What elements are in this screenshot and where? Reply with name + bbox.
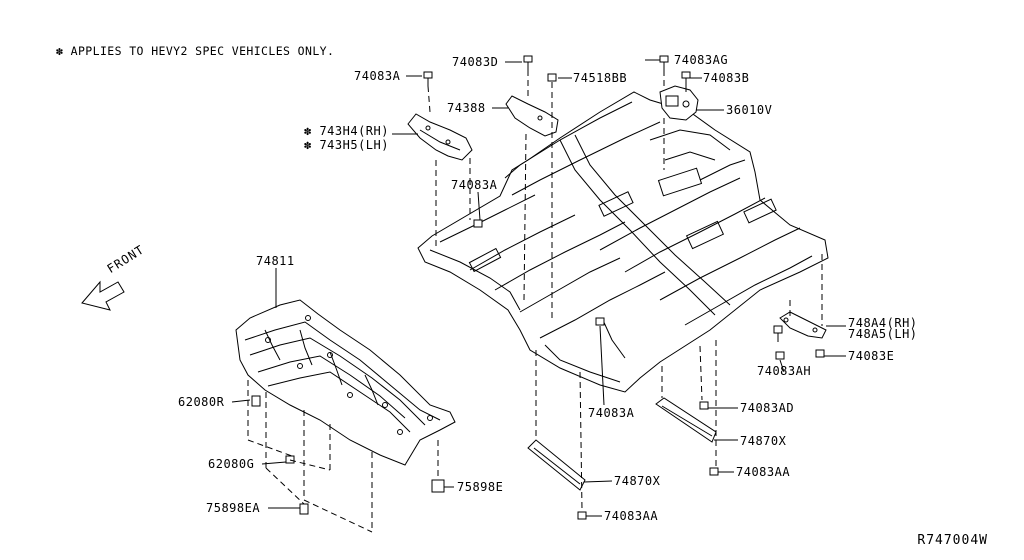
part-callout[interactable]: 75898E [457,480,504,494]
part-callout[interactable]: 62080G [208,457,255,471]
part-callout[interactable]: 74870X [614,474,661,488]
part-callout[interactable]: ✽ 743H5(LH) [304,138,389,152]
part-callout[interactable]: 62080R [178,395,225,409]
strip-74870X-left-drawing [528,440,585,490]
part-callout[interactable]: 74870X [740,434,787,448]
part-callout[interactable]: 74083AG [674,53,729,67]
part-callout[interactable]: 74083B [703,71,750,85]
bracket-74388-drawing [506,96,558,136]
part-callout[interactable]: 74083E [848,349,895,363]
floor-panel-drawing [418,92,828,392]
part-callout[interactable]: 748A5(LH) [848,327,918,341]
alignment-dashes [248,70,822,532]
part-callout[interactable]: 75898EA [206,501,261,515]
fastener-icons [252,56,824,519]
bracket-743H-drawing [408,114,472,160]
part-callout[interactable]: ✽ 743H4(RH) [304,124,389,138]
part-callout[interactable]: 74083A [354,69,401,83]
part-callout[interactable]: 74388 [447,101,486,115]
part-callout[interactable]: 748A4(RH) [848,316,918,330]
part-callout[interactable]: 74083AA [736,465,791,479]
part-callout[interactable]: 74083A [588,406,635,420]
part-callout[interactable]: 74083AA [604,509,659,523]
component-36010V-drawing [660,86,698,120]
part-callout[interactable]: 74083AH [757,364,812,378]
applicability-note: ✽ APPLIES TO HEVY2 SPEC VEHICLES ONLY. [56,44,335,58]
part-callout[interactable]: 74518BB [573,71,628,85]
front-undercover-drawing [236,300,455,465]
part-callout[interactable]: 74083D [452,55,499,69]
part-callout[interactable]: 74083AD [740,401,795,415]
part-callout[interactable]: 74811 [256,254,295,268]
front-arrow-icon [82,282,124,310]
part-callout[interactable]: 74083A [451,178,498,192]
part-callout[interactable]: 36010V [726,103,773,117]
bracket-748A4-drawing [780,312,826,338]
diagram-id: R747004W [917,533,988,548]
